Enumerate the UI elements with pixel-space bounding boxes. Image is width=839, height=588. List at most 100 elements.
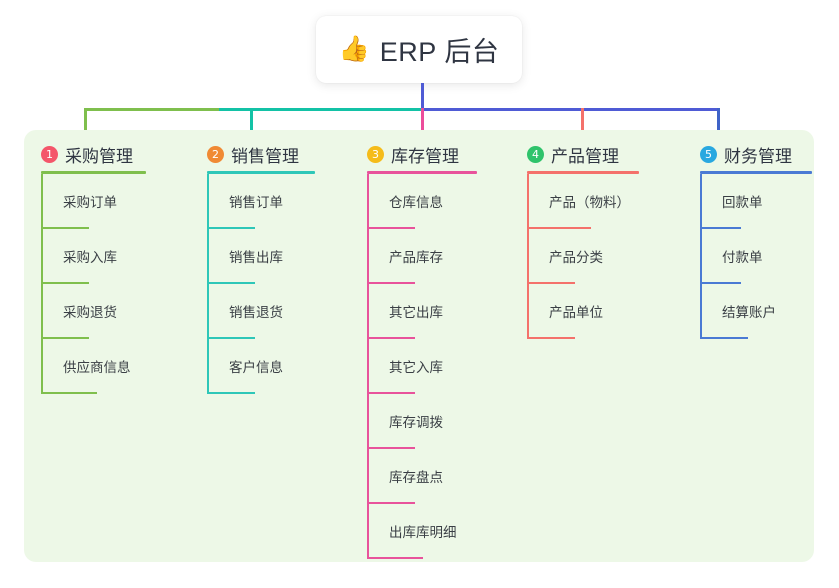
branch-underline <box>367 171 477 174</box>
branch-column-1: 1 采购管理采购订单采购入库采购退货供应商信息 <box>41 142 146 394</box>
branch-item-underline <box>367 337 416 339</box>
root-node-card[interactable]: 👍 ERP 后台 <box>316 16 522 83</box>
branch-item-underline <box>41 392 97 394</box>
branch-header-1[interactable]: 1 采购管理 <box>41 142 146 166</box>
branch-item-underline <box>207 337 256 339</box>
branch-item-label: 其它出库 <box>389 305 443 320</box>
branch-item-underline <box>367 392 416 394</box>
branch-column-5: 5 财务管理回款单付款单结算账户 <box>700 142 812 339</box>
branch-spine <box>527 174 529 339</box>
branch-number-badge: 1 <box>41 145 58 163</box>
branch-item-list: 回款单付款单结算账户 <box>700 174 812 339</box>
branch-number-badge: 4 <box>527 145 544 163</box>
branch-item-underline <box>700 227 741 229</box>
branch-item-underline <box>367 557 423 559</box>
branch-item[interactable]: 供应商信息 <box>41 339 146 394</box>
branch-item-label: 付款单 <box>722 250 763 265</box>
connector-drop-2 <box>250 108 253 144</box>
branch-item[interactable]: 销售出库 <box>207 229 315 284</box>
branch-item-underline <box>207 282 256 284</box>
branch-item-underline <box>367 447 416 449</box>
branch-spine <box>367 174 369 559</box>
branch-item[interactable]: 其它出库 <box>367 284 477 339</box>
branch-header-3[interactable]: 3 库存管理 <box>367 142 477 166</box>
branch-item[interactable]: 采购订单 <box>41 174 146 229</box>
branch-item-label: 其它入库 <box>389 360 443 375</box>
branch-item-label: 销售退货 <box>229 305 283 320</box>
connector-stem <box>421 83 424 110</box>
branch-item[interactable]: 其它入库 <box>367 339 477 394</box>
branch-item-label: 供应商信息 <box>63 360 131 375</box>
branch-item-underline <box>367 502 416 504</box>
branch-item-underline <box>207 392 256 394</box>
branch-item-label: 采购入库 <box>63 250 117 265</box>
branch-item[interactable]: 结算账户 <box>700 284 812 339</box>
branch-column-2: 2 销售管理销售订单销售出库销售退货客户信息 <box>207 142 315 394</box>
branch-column-4: 4 产品管理产品（物料） 产品分类产品单位 <box>527 142 639 339</box>
branch-item-underline <box>700 337 749 339</box>
branch-item-label: 产品单位 <box>549 305 603 320</box>
branch-item[interactable]: 销售订单 <box>207 174 315 229</box>
branch-item-underline <box>207 227 256 229</box>
branch-item-underline <box>41 227 90 229</box>
branch-item[interactable]: 采购退货 <box>41 284 146 339</box>
branch-title: 采购管理 <box>65 146 133 166</box>
branch-item-underline <box>527 337 576 339</box>
branch-item[interactable]: 销售退货 <box>207 284 315 339</box>
branch-underline <box>527 171 639 174</box>
branch-item[interactable]: 产品单位 <box>527 284 639 339</box>
branch-item-label: 产品分类 <box>549 250 603 265</box>
branch-item[interactable]: 出库库明细 <box>367 504 477 559</box>
thumbs-up-icon: 👍 <box>338 35 370 63</box>
branch-item[interactable]: 采购入库 <box>41 229 146 284</box>
branch-item-list: 产品（物料） 产品分类产品单位 <box>527 174 639 339</box>
branch-number-badge: 5 <box>700 145 717 163</box>
branch-item-list: 销售订单销售出库销售退货客户信息 <box>207 174 315 394</box>
branch-title: 库存管理 <box>391 146 459 166</box>
branch-item[interactable]: 产品库存 <box>367 229 477 284</box>
branch-item[interactable]: 产品分类 <box>527 229 639 284</box>
branch-item[interactable]: 回款单 <box>700 174 812 229</box>
branch-item-label: 结算账户 <box>722 305 776 320</box>
branch-item-label: 回款单 <box>722 195 763 210</box>
connector-drop-4 <box>581 108 584 144</box>
branch-item[interactable]: 付款单 <box>700 229 812 284</box>
branch-underline <box>700 171 812 174</box>
branch-item-label: 仓库信息 <box>389 195 443 210</box>
branch-underline <box>207 171 315 174</box>
branch-item-label: 库存调拨 <box>389 415 443 430</box>
branch-item-list: 仓库信息产品库存其它出库其它入库库存调拨库存盘点出库库明细 <box>367 174 477 559</box>
connector-bus-segment-2 <box>219 108 421 111</box>
branch-number-badge: 3 <box>367 145 384 163</box>
branch-column-3: 3 库存管理仓库信息产品库存其它出库其它入库库存调拨库存盘点出库库明细 <box>367 142 477 559</box>
branch-item-underline <box>527 227 591 229</box>
branch-item-underline <box>41 337 90 339</box>
connector-bus-segment-1 <box>84 108 219 111</box>
branch-item[interactable]: 产品（物料） <box>527 174 639 229</box>
branch-item[interactable]: 库存调拨 <box>367 394 477 449</box>
branch-header-4[interactable]: 4 产品管理 <box>527 142 639 166</box>
branch-item[interactable]: 客户信息 <box>207 339 315 394</box>
branch-header-5[interactable]: 5 财务管理 <box>700 142 812 166</box>
branch-item[interactable]: 仓库信息 <box>367 174 477 229</box>
branch-item-label: 库存盘点 <box>389 470 443 485</box>
branch-title: 产品管理 <box>551 146 619 166</box>
branch-item[interactable]: 库存盘点 <box>367 449 477 504</box>
branch-item-label: 采购退货 <box>63 305 117 320</box>
branch-item-underline <box>41 282 90 284</box>
branch-item-label: 销售出库 <box>229 250 283 265</box>
connector-drop-5 <box>717 108 720 144</box>
branch-number-badge: 2 <box>207 145 224 163</box>
branch-header-2[interactable]: 2 销售管理 <box>207 142 315 166</box>
root-node-title: ERP 后台 <box>379 37 500 67</box>
branch-spine <box>41 174 43 394</box>
branch-item-list: 采购订单采购入库采购退货供应商信息 <box>41 174 146 394</box>
branch-spine <box>700 174 702 339</box>
branch-title: 财务管理 <box>724 146 792 166</box>
branch-item-underline <box>367 227 416 229</box>
diagram-panel <box>24 130 814 562</box>
branch-item-label: 客户信息 <box>229 360 283 375</box>
branch-spine <box>207 174 209 394</box>
branch-title: 销售管理 <box>231 146 299 166</box>
